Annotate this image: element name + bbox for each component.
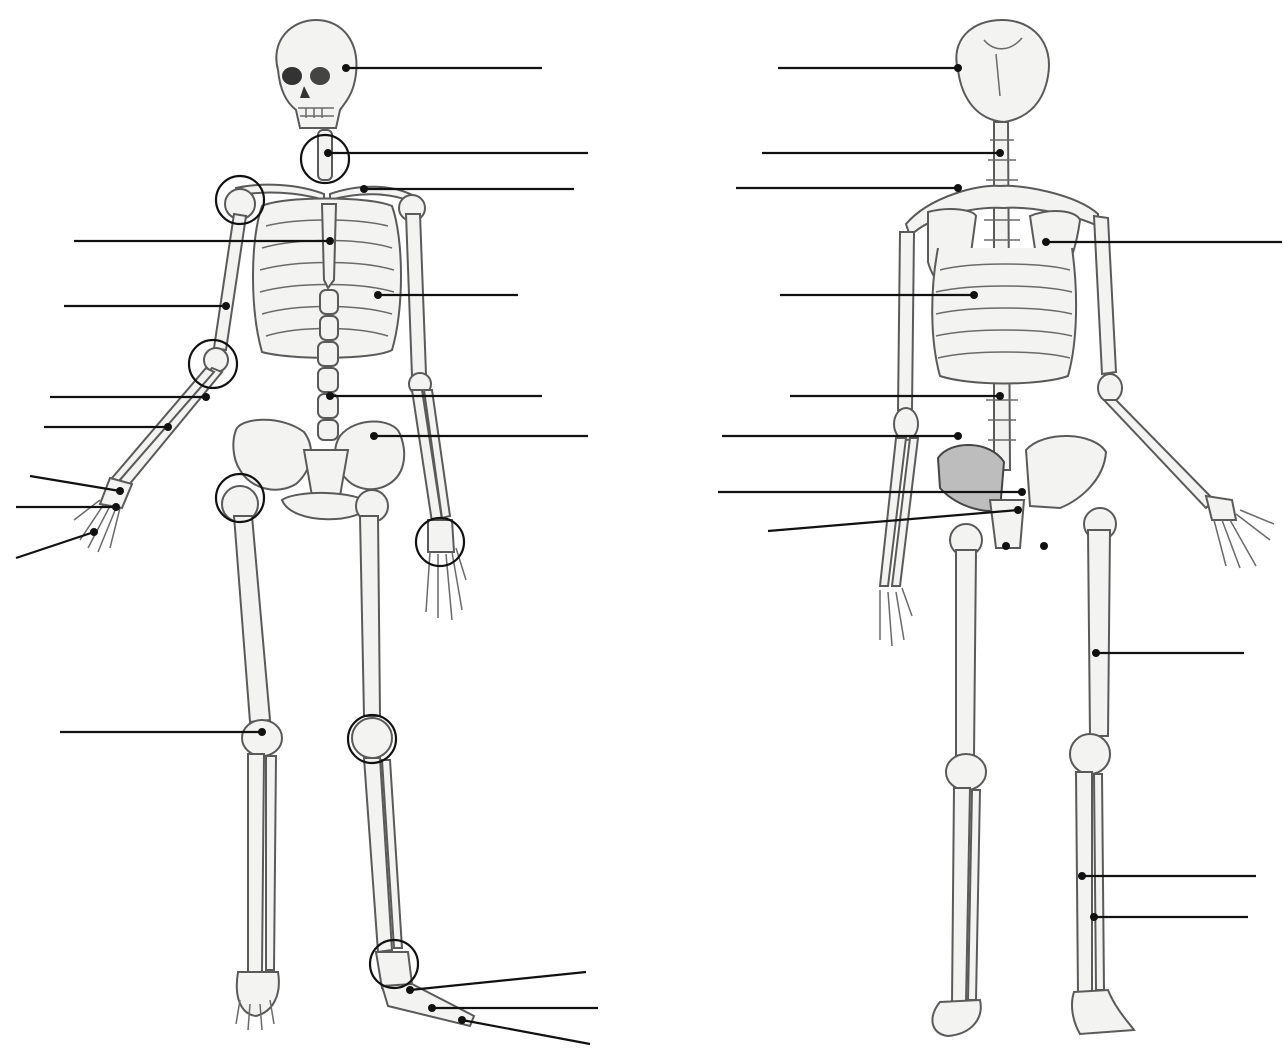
- skeleton-back-view: [880, 20, 1274, 1036]
- skull-back: [956, 20, 1049, 122]
- skull-front: [276, 20, 356, 128]
- arm-front-left: [74, 214, 246, 552]
- legs-back: [932, 508, 1134, 1036]
- legs-front: [222, 486, 474, 1030]
- spine-front: [318, 290, 338, 440]
- skeleton-front-view: [74, 20, 474, 1030]
